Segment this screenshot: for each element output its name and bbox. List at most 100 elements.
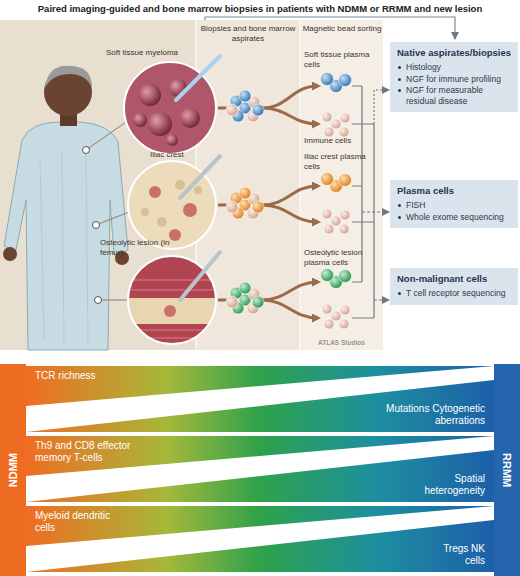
- bullet-row: T cell receptor sequencing: [397, 288, 512, 299]
- cell: [252, 201, 264, 213]
- bullet-dot: [398, 78, 401, 81]
- art-circle: [175, 180, 185, 190]
- art-path: [45, 66, 92, 88]
- wedge-fill: [26, 450, 494, 502]
- art-line: [98, 300, 128, 301]
- art-path: [362, 211, 389, 212]
- art-path: [262, 300, 318, 318]
- part-label: Soft tissue myeloma: [106, 48, 186, 58]
- wedge-label: TCR richness: [35, 370, 155, 382]
- bullet-text: FISH: [406, 200, 425, 211]
- cell: [331, 119, 341, 129]
- wedge-fill: [26, 520, 494, 572]
- bullet-dot: [398, 89, 401, 92]
- part-label: Magnetic bead sorting: [302, 24, 382, 34]
- cell: [252, 296, 264, 308]
- art-circle: [149, 186, 161, 198]
- bullet-row: Whole exome sequencing: [397, 212, 512, 223]
- art-path: [4, 122, 128, 350]
- art-circle: [95, 297, 102, 304]
- cell: [322, 112, 332, 122]
- art-line: [180, 252, 220, 300]
- figure-title: Paired imaging-guided and bone marrow bi…: [0, 3, 520, 14]
- bar-label: RRMM: [501, 453, 513, 487]
- cell: [339, 74, 352, 87]
- cell: [340, 210, 350, 220]
- art-circle: [169, 229, 181, 241]
- art-path: [262, 86, 318, 108]
- art-circle: [93, 222, 100, 229]
- art-circle: [128, 256, 216, 344]
- bullet-dot: [398, 216, 401, 219]
- art-line: [86, 122, 126, 150]
- part-label: Soft tissue plasma cells: [304, 50, 380, 69]
- box-heading: Plasma cells: [397, 185, 512, 197]
- art-circle: [148, 112, 172, 136]
- cell: [331, 216, 341, 226]
- output-brackets: [352, 86, 389, 318]
- art-circle: [139, 84, 161, 106]
- art-circle: [141, 208, 149, 216]
- watermark: ATLAS Studios: [318, 338, 382, 348]
- bullet-dot: [398, 204, 401, 207]
- cell: [339, 270, 352, 283]
- wedge-label: Mutations Cytogenetic aberrations: [373, 403, 485, 427]
- art-circle: [164, 305, 176, 317]
- art-circle: [194, 186, 202, 194]
- box-heading: Non-malignant cells: [397, 273, 512, 285]
- bullet-row: Histology: [397, 62, 512, 73]
- gradient-wedge: Tregs NK cells: [26, 520, 494, 572]
- wedge-fill: [26, 380, 494, 432]
- part-label: Iliac crest: [150, 150, 210, 160]
- wedge-shape: [26, 520, 494, 572]
- patient: [3, 66, 129, 350]
- cells: [226, 73, 352, 330]
- art-line: [176, 56, 220, 100]
- art-circle: [83, 147, 90, 154]
- cell: [340, 305, 350, 315]
- cell: [252, 104, 264, 116]
- art-circle: [183, 203, 197, 217]
- cell: [239, 90, 251, 102]
- bullet-row: NGF for measurable residual disease: [397, 85, 512, 106]
- cell: [226, 104, 238, 116]
- art-path: [40, 150, 88, 345]
- art-circle: [166, 134, 178, 146]
- stage-bar: NDMM: [0, 364, 26, 576]
- bullet-dot: [398, 292, 401, 295]
- art-path: [262, 205, 318, 222]
- part-label: Biopsies and bone marrow aspirates: [198, 24, 298, 43]
- wedge-label: Myeloid dendritic cells: [35, 510, 125, 534]
- bullet-text: Histology: [406, 62, 441, 73]
- leader-lines: [83, 122, 130, 304]
- cell: [321, 173, 334, 186]
- cell: [324, 319, 334, 329]
- cell: [339, 224, 349, 234]
- art-circle: [180, 108, 200, 128]
- art-path: [262, 108, 318, 124]
- bar-label: NDMM: [7, 453, 19, 487]
- cell: [339, 127, 349, 137]
- art-path: [374, 299, 389, 300]
- box-heading: Native aspirates/biopsies: [397, 47, 512, 59]
- art-rect: [120, 298, 230, 324]
- art-path: [262, 186, 318, 205]
- cell: [226, 296, 238, 308]
- part-label: Osteolytic lesion (in femur): [100, 238, 180, 257]
- cell: [226, 201, 238, 213]
- bullet-row: FISH: [397, 200, 512, 211]
- cell: [339, 319, 349, 329]
- art-rect: [0, 20, 383, 350]
- bullet-text: Whole exome sequencing: [406, 212, 504, 223]
- sorting-arrows: [218, 86, 318, 318]
- femur-circle: [120, 252, 230, 344]
- part-label: Immune cells: [304, 136, 380, 146]
- gradient-wedge: Mutations Cytogenetic aberrations: [26, 380, 494, 432]
- bullet-dot: [398, 66, 401, 69]
- wedge-shape: [26, 450, 494, 502]
- bullet-row: NGF for immune profiling: [397, 74, 512, 85]
- cell: [321, 73, 334, 86]
- info-box: Native aspirates/biopsiesHistologyNGF fo…: [390, 42, 518, 112]
- stage-bar: RRMM: [494, 364, 520, 576]
- bullet-text: NGF for measurable residual disease: [406, 85, 512, 106]
